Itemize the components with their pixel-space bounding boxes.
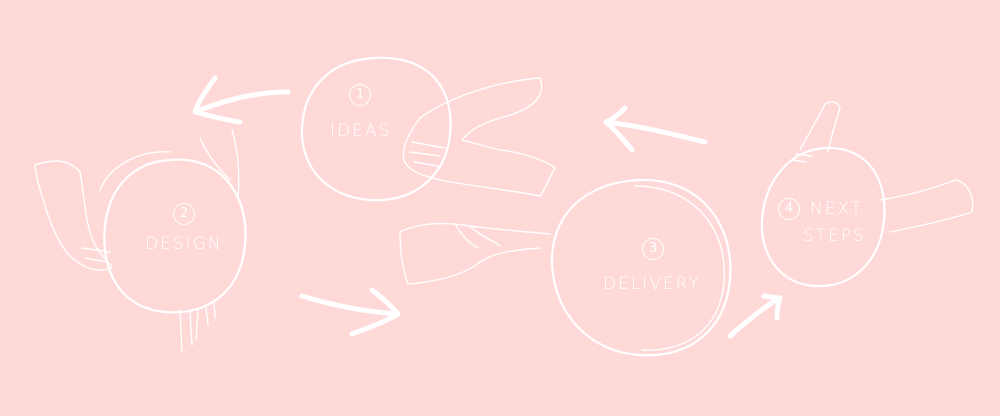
delivery-number-badge: 3 (642, 238, 664, 260)
design-circle (103, 158, 247, 314)
next-steps-number-badge: 4 (778, 198, 800, 220)
next-steps-arm (879, 179, 974, 233)
ideas-number-badge: 1 (349, 84, 371, 106)
next-steps-label: NEXT (810, 199, 864, 219)
next-steps-hand-top (791, 101, 841, 163)
design-number-badge: 2 (173, 203, 195, 225)
design-hand (34, 160, 113, 271)
delivery-circle (550, 178, 732, 357)
design-drips (179, 301, 216, 353)
arrow-design-to-delivery (299, 287, 401, 337)
design-circle-back (99, 151, 171, 191)
arrow-next-to-ideas (603, 105, 708, 153)
delivery-circle-second (634, 185, 725, 351)
ideas-circle (300, 56, 452, 202)
ideas-label: IDEAS (330, 121, 392, 141)
design-arm (199, 129, 240, 201)
next-steps-label-line2: STEPS (803, 226, 866, 246)
arrow-ideas-to-design (192, 75, 291, 125)
design-label: DESIGN (145, 234, 223, 254)
delivery-hand (399, 222, 551, 285)
next-steps-circle (760, 146, 886, 288)
delivery-label: DELIVERY (603, 274, 701, 294)
arrow-delivery-to-next (727, 293, 783, 339)
ideas-hand (402, 77, 556, 197)
